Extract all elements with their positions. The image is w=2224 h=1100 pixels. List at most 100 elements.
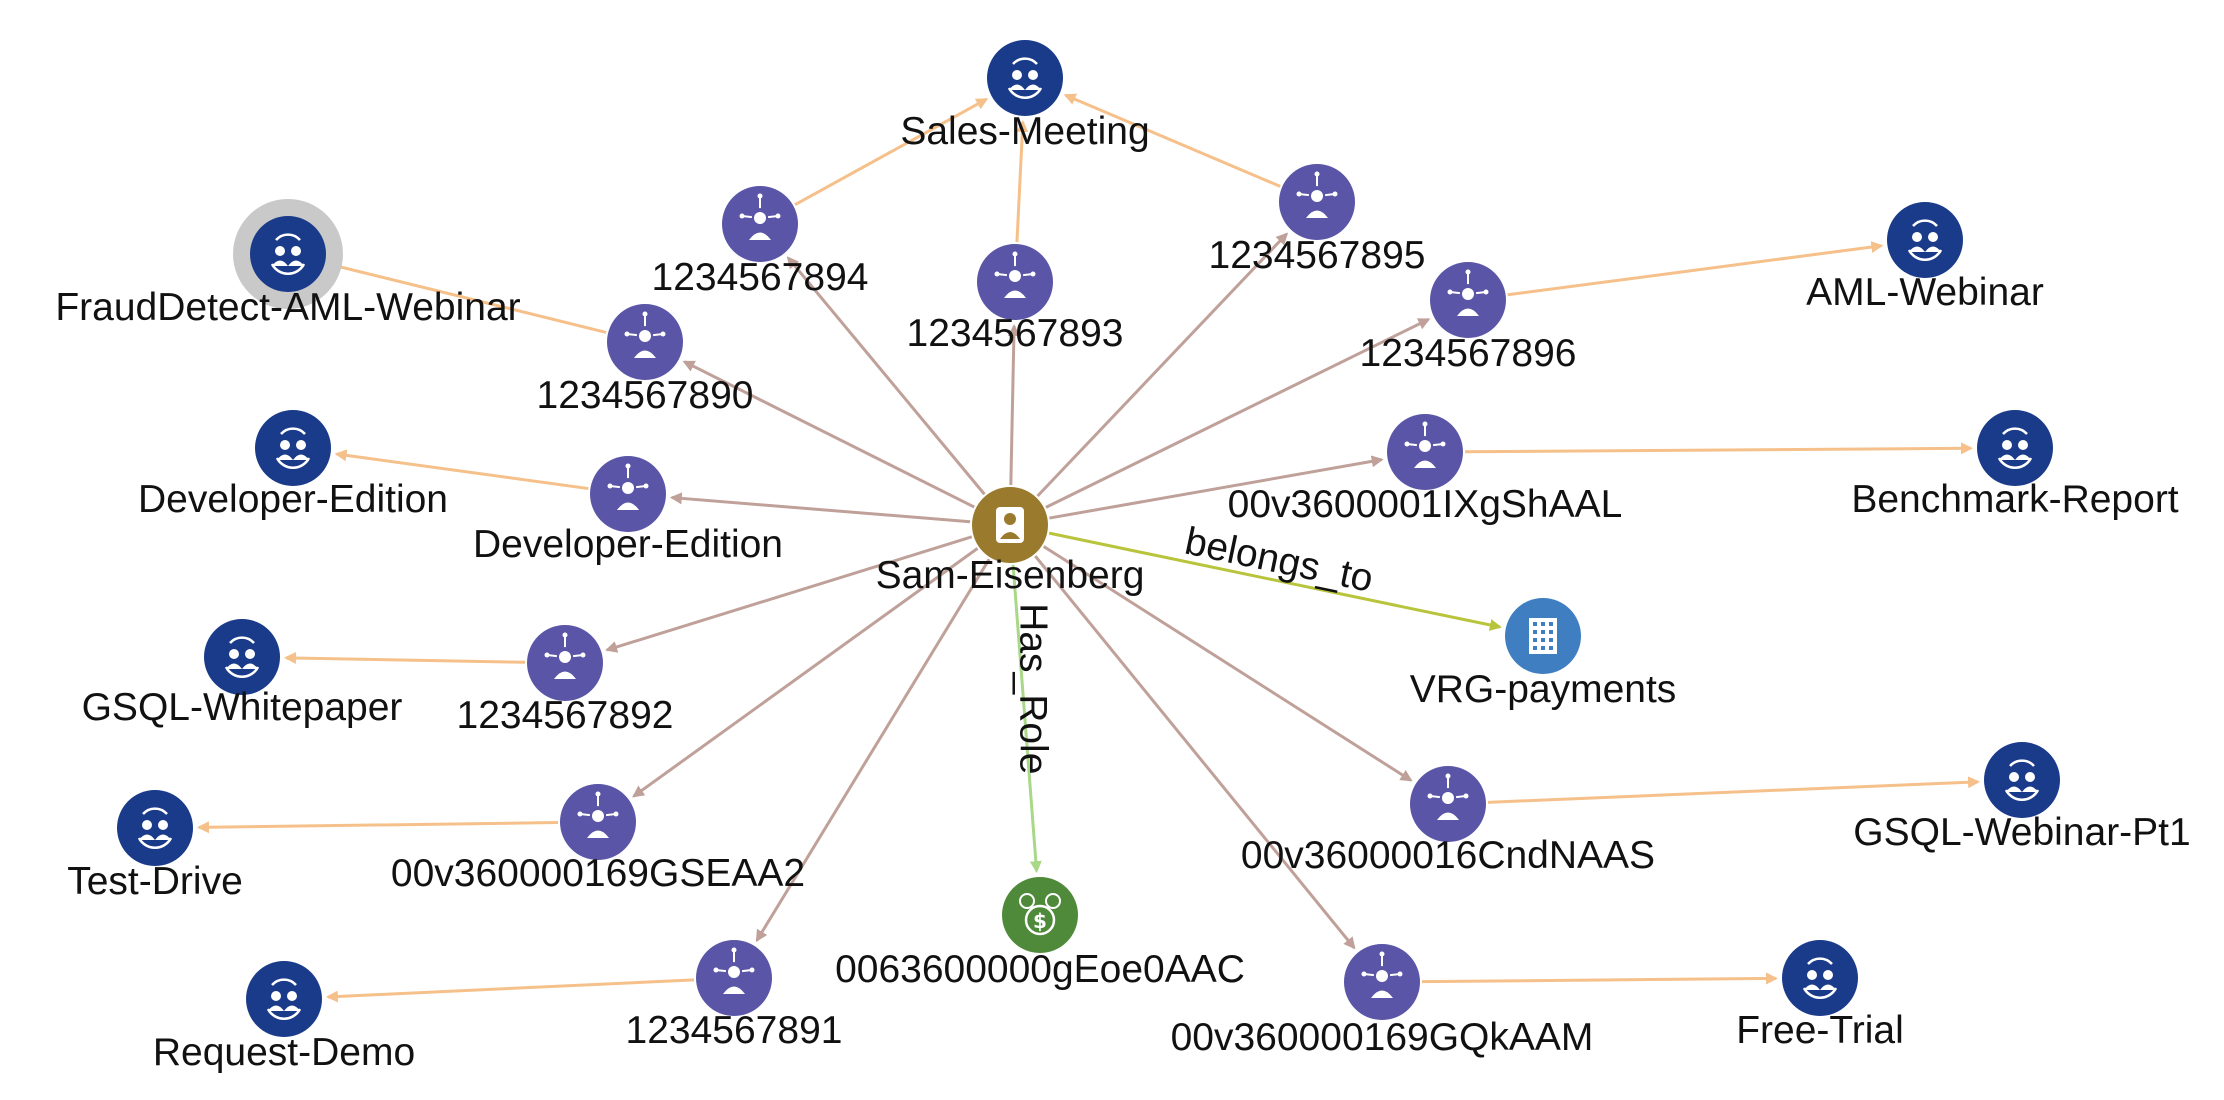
- person-network-icon: [994, 251, 1036, 298]
- edge-sam-t891[interactable]: [755, 558, 991, 943]
- node-label: Sales-Meeting: [900, 110, 1149, 153]
- node-label: Sam-Eisenberg: [876, 554, 1145, 597]
- node-fraud[interactable]: FraudDetect-AML-Webinar: [55, 199, 521, 329]
- node-demo[interactable]: Request-Demo: [153, 961, 415, 1074]
- edge-sam-gse[interactable]: [632, 547, 979, 798]
- person-network-icon: [544, 632, 586, 679]
- node-gsqlweb[interactable]: GSQL-Webinar-Pt1: [1853, 742, 2191, 854]
- edge-line: [1048, 531, 1502, 631]
- edge-sam-t892[interactable]: [605, 535, 973, 653]
- group-icon: [1997, 427, 2033, 469]
- node-devcamp[interactable]: Developer-Edition: [138, 410, 448, 521]
- node-gqk[interactable]: 00v360000169GQkAAM: [1171, 944, 1594, 1059]
- node-t895[interactable]: 1234567895: [1209, 164, 1426, 277]
- edge-gse-test[interactable]: [196, 821, 559, 834]
- edge-sam-t896[interactable]: [1045, 318, 1431, 509]
- node-label: Developer-Edition: [138, 478, 448, 521]
- group-icon: [2004, 759, 2040, 801]
- node-t892[interactable]: 1234567892: [457, 625, 674, 737]
- person-network-icon: [624, 311, 666, 358]
- edge-line: [1015, 119, 1029, 243]
- edge-line: [1036, 232, 1289, 498]
- node-opp[interactable]: $0063600000gEoe0AAC: [835, 877, 1245, 991]
- node-label: Request-Demo: [153, 1031, 415, 1074]
- edge-line: [1063, 93, 1281, 188]
- edge-line: [1421, 972, 1779, 985]
- person-network-icon: [607, 463, 649, 510]
- node-label: 1234567891: [626, 1009, 843, 1052]
- edge-line: [196, 821, 559, 834]
- node-vrg[interactable]: VRG-payments: [1410, 598, 1677, 711]
- edge-line: [1487, 776, 1981, 804]
- node-label: Benchmark-Report: [1851, 478, 2178, 521]
- node-label: 1234567895: [1209, 234, 1426, 277]
- edge-sam-cnd[interactable]: [1042, 545, 1413, 782]
- person-network-icon: [713, 947, 755, 994]
- node-label: 1234567892: [457, 694, 674, 737]
- node-t891[interactable]: 1234567891: [626, 940, 843, 1052]
- edge-t890-fraud[interactable]: [328, 261, 607, 334]
- edge-line: [682, 360, 975, 509]
- node-bench[interactable]: Benchmark-Report: [1851, 410, 2179, 521]
- edge-t894-sales[interactable]: [794, 97, 989, 207]
- svg-text:$: $: [1033, 909, 1047, 933]
- edge-line: [334, 449, 589, 491]
- node-ixg[interactable]: 00v3600001IXgShAAL: [1228, 414, 1623, 526]
- edge-sam-dev[interactable]: [669, 492, 971, 524]
- node-circle: [117, 790, 193, 866]
- node-cnd[interactable]: 00v36000016CndNAAS: [1241, 766, 1655, 877]
- edge-t892-gsqlwp[interactable]: [283, 652, 526, 665]
- group-icon: [137, 807, 173, 849]
- money-icon: $: [1019, 893, 1061, 936]
- edge-t891-demo[interactable]: [325, 978, 695, 1003]
- node-t894[interactable]: 1234567894: [652, 186, 869, 299]
- edge-line: [669, 492, 971, 524]
- edge-sam-opp[interactable]: Has_Role: [1011, 564, 1055, 874]
- edge-t895-sales[interactable]: [1063, 93, 1281, 188]
- edge-sam-t890[interactable]: [682, 360, 975, 509]
- node-circle: [246, 961, 322, 1037]
- edge-line: [325, 978, 695, 1003]
- edge-sam-gqk[interactable]: [1034, 555, 1356, 950]
- edge-line: [605, 535, 973, 653]
- group-icon: [224, 636, 260, 678]
- group-icon: [266, 978, 302, 1020]
- node-circle: [1782, 940, 1858, 1016]
- edge-sam-t893[interactable]: [1007, 323, 1020, 486]
- node-label: FraudDetect-AML-Webinar: [55, 286, 520, 329]
- node-circle: [987, 40, 1063, 116]
- person-network-icon: [1361, 951, 1403, 998]
- node-dev[interactable]: Developer-Edition: [473, 456, 783, 566]
- node-label: 0063600000gEoe0AAC: [835, 948, 1245, 991]
- node-gse[interactable]: 00v360000169GSEAA2: [391, 784, 805, 895]
- node-free[interactable]: Free-Trial: [1736, 940, 1904, 1052]
- node-sales[interactable]: Sales-Meeting: [900, 40, 1150, 153]
- edge-t893-sales[interactable]: [1015, 119, 1029, 243]
- group-icon: [1907, 219, 1943, 261]
- edge-gqk-free[interactable]: [1421, 972, 1779, 985]
- node-test[interactable]: Test-Drive: [67, 790, 243, 903]
- edge-sam-t895[interactable]: [1036, 232, 1289, 498]
- edge-t896-aml[interactable]: [1507, 241, 1884, 297]
- edge-label-has-role: Has_Role: [1012, 603, 1055, 774]
- person-network-icon: [577, 791, 619, 838]
- building-icon: [1529, 618, 1557, 654]
- node-label: Test-Drive: [67, 860, 243, 903]
- node-gsqlwp[interactable]: GSQL-Whitepaper: [82, 619, 403, 729]
- edge-line: [755, 558, 991, 943]
- edge-line: [283, 652, 526, 665]
- edge-cnd-gsqlweb[interactable]: [1487, 776, 1981, 804]
- edge-sam-ixg[interactable]: [1049, 455, 1384, 520]
- node-t890[interactable]: 1234567890: [537, 304, 754, 417]
- node-sam[interactable]: Sam-Eisenberg: [876, 487, 1145, 597]
- group-icon: [270, 233, 306, 275]
- edge-ixg-bench[interactable]: [1464, 442, 1974, 455]
- edge-dev-devcamp[interactable]: [334, 449, 589, 491]
- edge-sam-t894[interactable]: [786, 256, 986, 496]
- node-label: Free-Trial: [1736, 1009, 1904, 1052]
- node-t896[interactable]: 1234567896: [1360, 262, 1577, 375]
- node-t893[interactable]: 1234567893: [907, 244, 1124, 355]
- person-network-icon: [1427, 773, 1469, 820]
- node-aml[interactable]: AML-Webinar: [1806, 202, 2044, 314]
